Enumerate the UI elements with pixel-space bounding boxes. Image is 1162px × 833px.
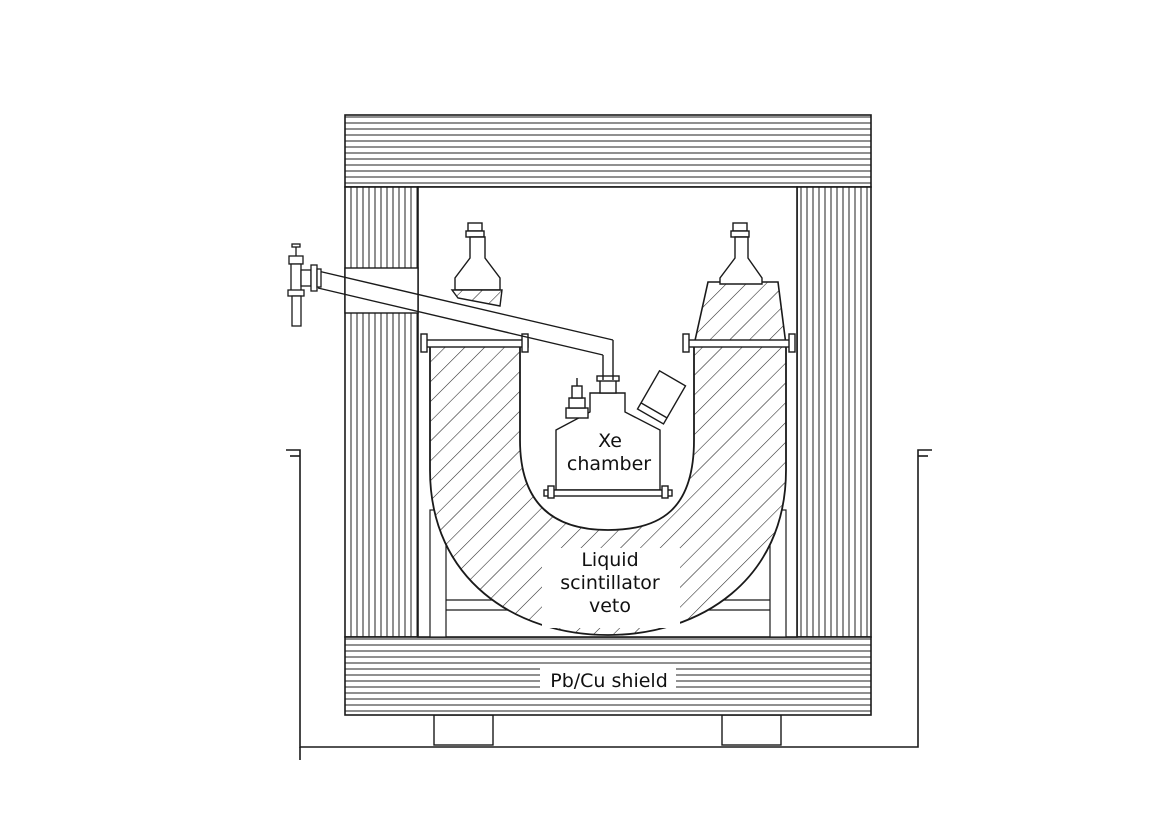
external-valve [287, 243, 322, 327]
xe-chamber-label-line1: Xe [598, 430, 622, 452]
xe-chamber-label-line2: chamber [567, 453, 651, 475]
shield-feet [433, 714, 782, 746]
inlet-pipe [317, 270, 614, 380]
xe-chamber [543, 369, 687, 499]
veto-label-line3: veto [589, 595, 631, 617]
shield-right-wall [796, 186, 872, 638]
veto-flanges [420, 333, 796, 353]
outer-pit-outline [286, 449, 932, 760]
feedthrough-channel [344, 267, 419, 314]
right-pmt [719, 222, 763, 285]
shield-label-box [540, 668, 676, 692]
shield-label: Pb/Cu shield [550, 670, 668, 692]
left-pmt [450, 222, 503, 307]
shield-top-slab [344, 114, 872, 188]
veto-label-box [542, 548, 680, 628]
shield-left-wall [344, 186, 419, 638]
veto-vessel [429, 344, 787, 636]
veto-label-line2: scintillator [560, 572, 660, 594]
veto-right-cone [693, 281, 787, 346]
veto-label-line1: Liquid [581, 549, 638, 571]
